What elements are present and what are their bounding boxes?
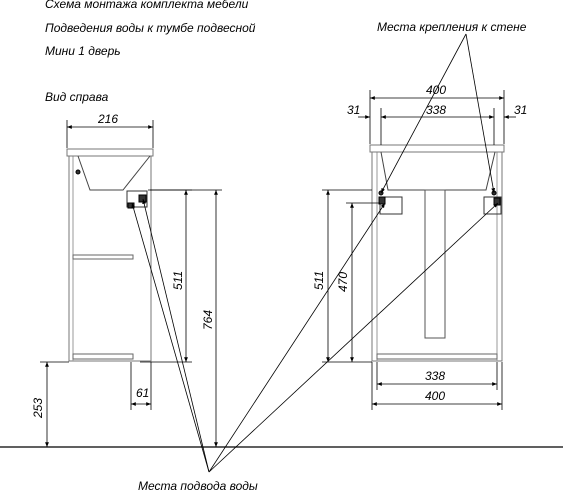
side-siphon-block bbox=[126, 190, 148, 208]
dim-front-margin-right-text: 31 bbox=[514, 103, 527, 117]
dim-front-inner-height bbox=[346, 202, 380, 362]
front-drain-pipe bbox=[424, 189, 446, 339]
dim-side-offset bbox=[130, 362, 152, 410]
front-view bbox=[369, 144, 505, 362]
front-bottom-panel bbox=[376, 353, 498, 360]
side-view-label: Вид справа bbox=[45, 90, 109, 104]
dim-floor-height bbox=[40, 361, 69, 447]
front-basin bbox=[380, 151, 496, 191]
dim-front-height bbox=[322, 189, 372, 363]
dim-side-width bbox=[66, 120, 154, 148]
dim-front-margin-left-text: 31 bbox=[347, 103, 360, 117]
title-line-2: Подведения воды к тумбе подвесной bbox=[45, 21, 256, 35]
dim-front-inner-top-text: 338 bbox=[426, 103, 446, 117]
dim-front-inner-height-text: 470 bbox=[336, 272, 350, 292]
dim-side-supply bbox=[150, 189, 222, 447]
dim-front-width-bottom-text: 400 bbox=[425, 389, 445, 403]
title-line-1: Схема монтажа комплекта мебели bbox=[45, 0, 249, 11]
dim-floor-height-text: 253 bbox=[31, 398, 45, 419]
dim-front-inner-bottom-text: 338 bbox=[425, 369, 445, 383]
dim-front-inner-top bbox=[358, 108, 516, 145]
front-cabinet-body bbox=[371, 151, 503, 362]
side-view bbox=[66, 148, 154, 362]
dim-front-inner-bottom bbox=[376, 362, 498, 390]
water-supply-label: Места подвода воды bbox=[138, 479, 258, 493]
side-basin bbox=[77, 155, 151, 191]
wall-mounts-label: Места крепления к стене bbox=[377, 20, 527, 34]
front-countertop bbox=[369, 144, 505, 153]
dim-side-width-text: 216 bbox=[97, 112, 118, 126]
dim-side-height-text: 511 bbox=[171, 271, 185, 290]
side-countertop bbox=[66, 148, 154, 157]
dim-side-offset-text: 61 bbox=[136, 386, 149, 400]
dim-front-width-bottom bbox=[371, 362, 503, 410]
leader-water-supply bbox=[131, 198, 499, 473]
front-left-mount bbox=[379, 196, 403, 215]
title-line-3: Мини 1 дверь bbox=[45, 44, 121, 58]
side-bottom-panel bbox=[72, 353, 134, 360]
side-shelf bbox=[72, 254, 134, 260]
dim-side-supply-text: 764 bbox=[201, 310, 215, 330]
dim-front-height-text: 511 bbox=[312, 271, 326, 290]
leader-wall-mounts bbox=[380, 33, 496, 194]
front-right-mount bbox=[483, 196, 502, 215]
